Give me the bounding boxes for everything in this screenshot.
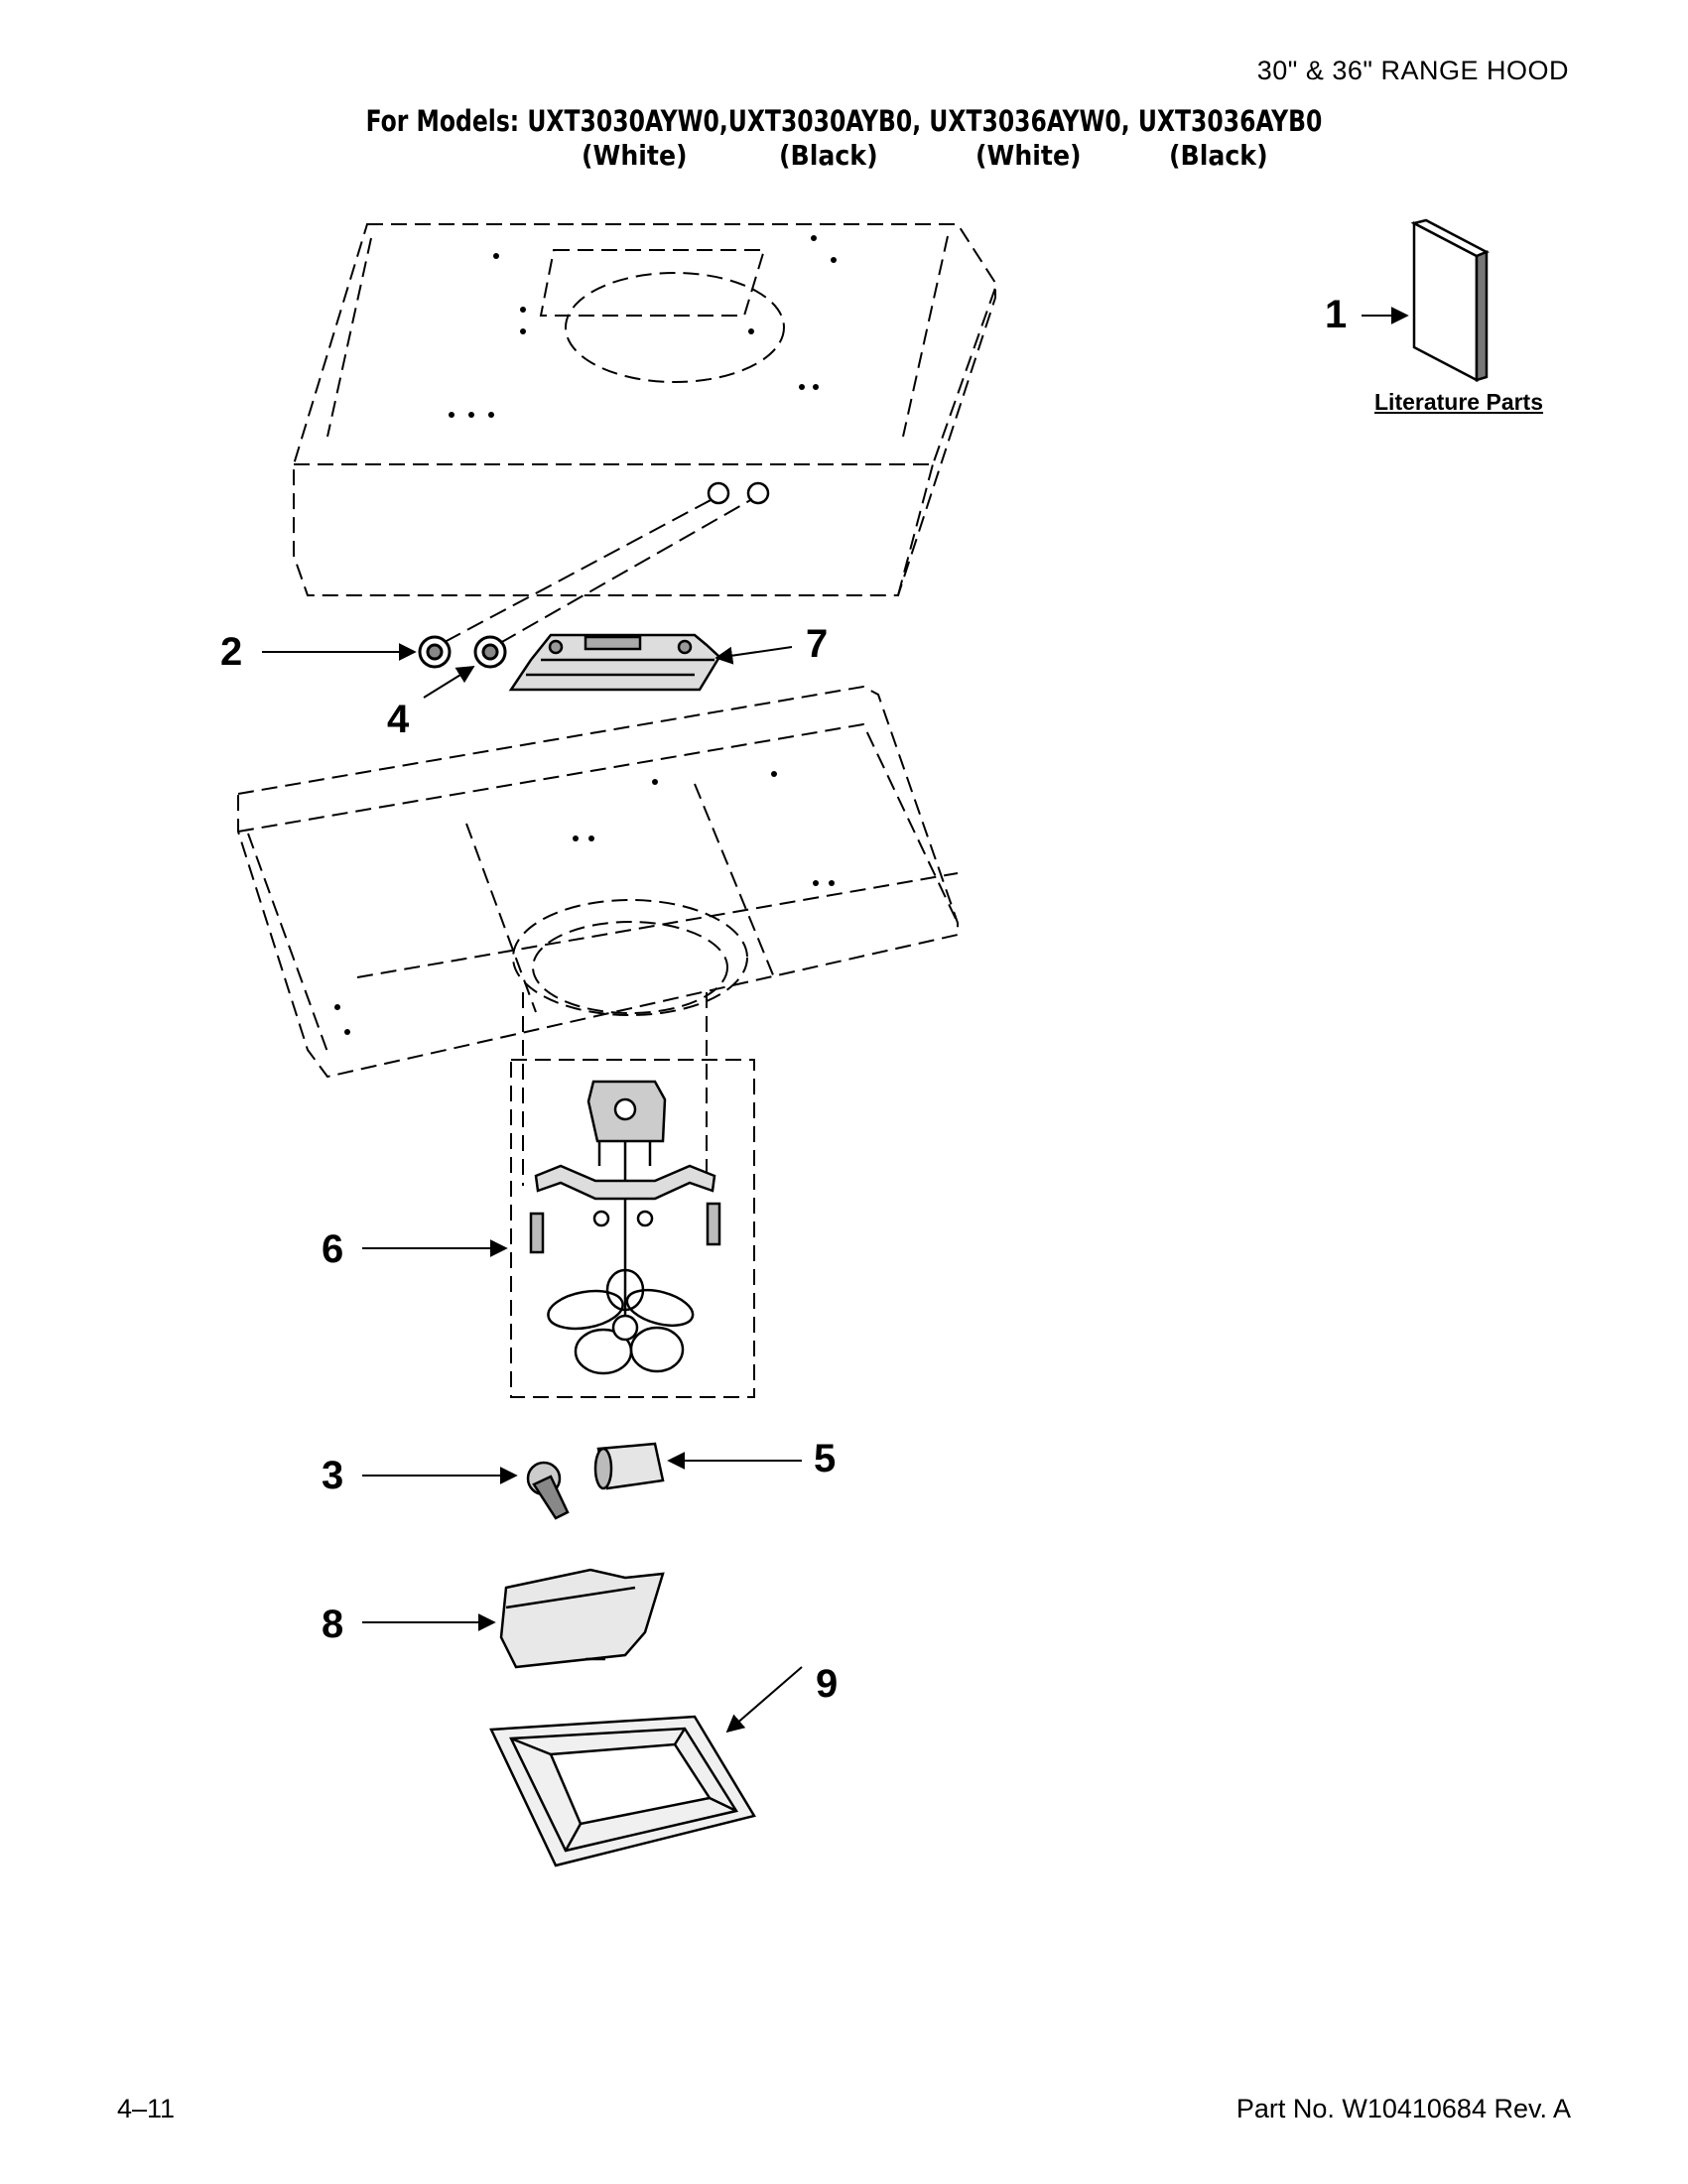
callout-9: 9 (816, 1662, 838, 1706)
hood-top-housing (293, 223, 996, 596)
callout-3: 3 (322, 1454, 343, 1497)
variant-label-2: (Black) (779, 139, 878, 172)
knob-leader-lines (444, 498, 753, 644)
callout-4: 4 (387, 698, 410, 741)
part-number: Part No. W10410684 Rev. A (1235, 2094, 1571, 2123)
light-lens-part-8 (499, 1568, 665, 1669)
callout-6: 6 (322, 1227, 343, 1271)
hood-lower-holes (334, 771, 835, 1035)
variant-label-3: (White) (975, 139, 1082, 172)
control-knob-part-3 (526, 1461, 570, 1520)
literature-parts-label: Literature Parts (1374, 389, 1544, 415)
knob-mount-points (707, 481, 770, 505)
page-number: 4–11 (117, 2094, 176, 2123)
motor-part-6 (529, 1080, 721, 1330)
document-title: 30" & 36" RANGE HOOD (1256, 56, 1569, 85)
callout-arrows (262, 307, 1409, 1734)
switch-assembly-part-7 (508, 633, 721, 692)
models-line: For Models: UXT3030AYW0,UXT3030AYB0, UXT… (365, 104, 1323, 138)
light-bulb-part-5 (593, 1442, 665, 1490)
motor-assembly-frame (510, 992, 755, 1398)
callout-7: 7 (806, 622, 828, 666)
hood-top-holes (449, 235, 837, 418)
callout-2: 2 (220, 630, 242, 674)
hood-lower-body (237, 685, 959, 1079)
literature-booklet (1410, 218, 1490, 383)
callout-1: 1 (1325, 293, 1347, 336)
grease-filter-part-9 (489, 1715, 756, 1867)
knob-part-2 (418, 635, 452, 669)
callout-8: 8 (322, 1603, 343, 1646)
knob-part-4 (473, 635, 507, 669)
variant-label-1: (White) (582, 139, 688, 172)
variant-label-4: (Black) (1169, 139, 1268, 172)
fan-blade (547, 1268, 695, 1375)
callout-5: 5 (814, 1437, 836, 1480)
